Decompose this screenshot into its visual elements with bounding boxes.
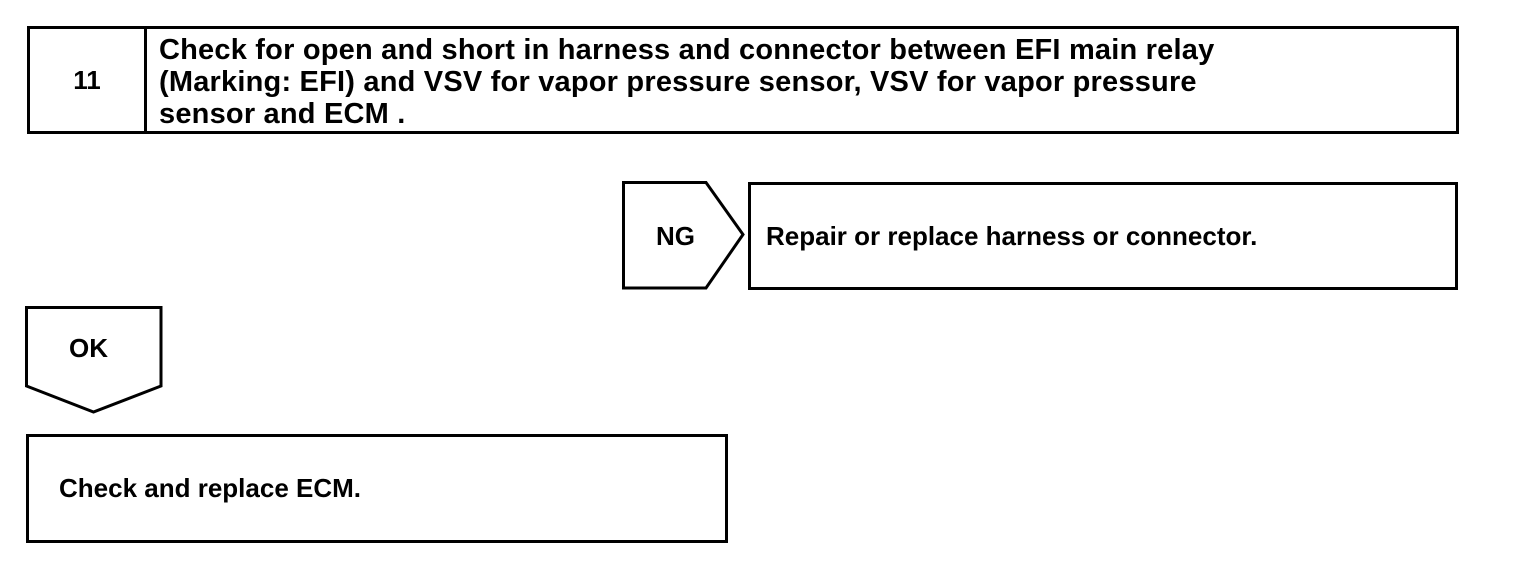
ok-arrow-shape (25, 306, 163, 414)
ok-action-text: Check and replace ECM. (59, 473, 361, 503)
ok-label: OK (69, 333, 108, 363)
ng-arrow-shape (622, 181, 745, 290)
ng-action-text: Repair or replace harness or connector. (766, 220, 1258, 251)
ng-label: NG (656, 221, 695, 251)
step-header-box: 11 Check for open and short in harness a… (27, 26, 1459, 134)
ng-action-box: Repair or replace harness or connector. (748, 182, 1458, 290)
step-instruction: Check for open and short in harness and … (147, 29, 1214, 131)
step-instruction-line-2: (Marking: EFI) and VSV for vapor pressur… (159, 66, 1197, 98)
ok-action-box: Check and replace ECM. (26, 434, 728, 543)
step-number: 11 (30, 29, 147, 131)
step-instruction-line-3: sensor and ECM . (159, 98, 406, 130)
step-instruction-line-1: Check for open and short in harness and … (159, 34, 1215, 66)
